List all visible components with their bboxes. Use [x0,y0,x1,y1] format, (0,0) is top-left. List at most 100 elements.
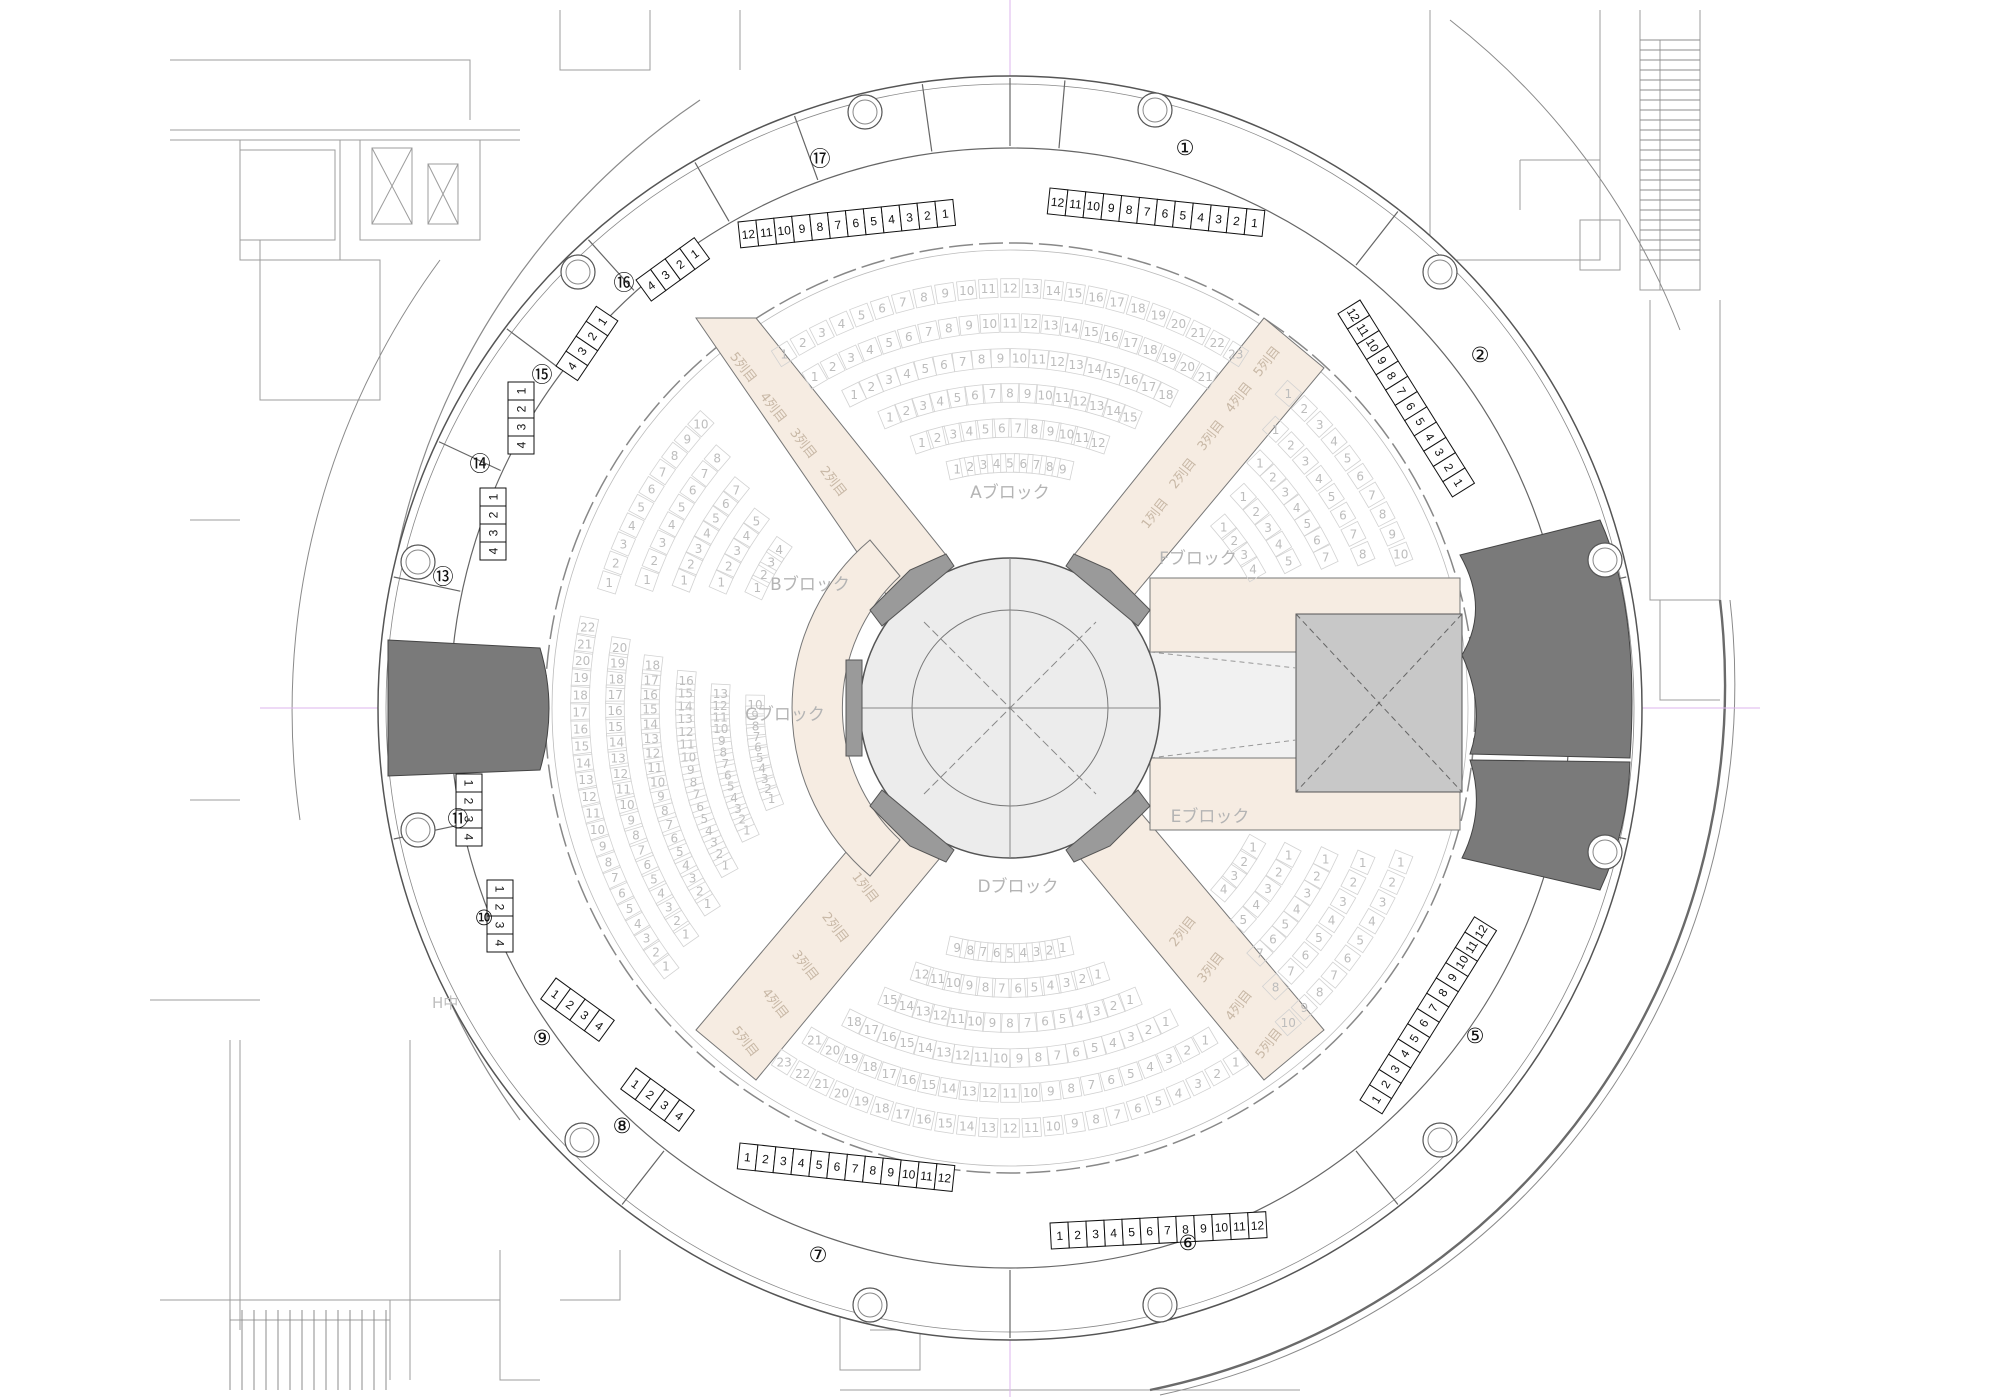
seat-box[interactable]: 4 [479,541,507,561]
seat-box[interactable]: 9 [791,213,813,243]
arena-seat: 5 [1305,924,1333,952]
seat-box[interactable]: 4 [663,1099,695,1133]
seat-box[interactable]: 4 [583,1009,615,1043]
seat-box[interactable]: 2 [575,320,609,352]
svg-text:6: 6 [1107,1073,1115,1087]
seat-box[interactable]: 12 [1337,299,1371,330]
seat-box[interactable]: 1 [479,487,507,507]
seat-box[interactable]: 10 [1211,1213,1232,1242]
seat-box[interactable]: 10 [1082,191,1105,221]
seat-box[interactable]: 3 [479,523,507,543]
seat-box[interactable]: 3 [898,202,921,232]
seat-box[interactable]: 6 [844,208,867,238]
seat-box[interactable]: 2 [507,399,535,419]
seat-box[interactable]: 10 [773,215,795,245]
arena-seat: 2 [1277,431,1305,459]
arena-seat: 16 [570,718,591,739]
seat-box[interactable]: 3 [1085,1219,1106,1248]
svg-text:9: 9 [798,221,806,236]
svg-text:14: 14 [918,1041,933,1055]
seat-box[interactable]: 5 [1121,1217,1142,1246]
seat-box[interactable]: 1 [1243,208,1266,237]
seat-box[interactable]: 1 [678,236,711,270]
seat-box[interactable]: 2 [1368,1068,1402,1100]
arena-seat: 9 [590,833,615,859]
seat-box[interactable]: 5 [808,1149,831,1179]
seat-box[interactable]: 4 [1189,202,1212,232]
seat-box[interactable]: 4 [880,204,903,234]
seat-box[interactable]: 11 [1454,931,1488,962]
seat-box[interactable]: 7 [1136,196,1158,226]
seat-box[interactable]: 1 [507,381,535,401]
seat-box[interactable]: 9 [1100,193,1123,222]
seat-box[interactable]: 3 [649,258,682,292]
seat-box[interactable]: 1 [540,977,572,1011]
svg-text:1: 1 [941,206,949,221]
seat-box[interactable]: 4 [635,268,667,302]
seat-box[interactable]: 3 [1207,204,1230,234]
seat-box[interactable]: 7 [1157,1215,1178,1244]
seat-box[interactable]: 2 [554,987,586,1021]
seat-box[interactable]: 6 [826,1151,848,1181]
seat-box[interactable]: 2 [634,1077,666,1111]
svg-text:17: 17 [608,688,623,702]
seat-box[interactable]: 7 [826,210,849,239]
seat-box[interactable]: 12 [737,219,760,249]
seat-box[interactable]: 11 [1229,1212,1250,1241]
svg-text:2: 2 [515,405,529,412]
seat-box[interactable]: 9 [1365,345,1399,376]
seat-box[interactable]: 5 [1172,200,1194,230]
seat-box[interactable]: 1 [486,879,514,899]
seat-box[interactable]: 1 [934,198,957,228]
seat-box[interactable]: 2 [916,200,939,230]
seat-box[interactable]: 1 [455,773,483,793]
seat-box[interactable]: 4 [507,435,535,455]
svg-text:11: 11 [1002,1087,1017,1101]
seat-box[interactable]: 11 [755,217,778,247]
svg-text:1: 1 [493,886,507,893]
seat-box[interactable]: 6 [1139,1216,1160,1245]
seat-box[interactable]: 11 [1064,189,1087,219]
seat-box[interactable]: 8 [862,1155,884,1185]
seat-box[interactable]: 3 [772,1146,795,1176]
seat-box[interactable]: 1 [585,305,619,337]
seat-box[interactable]: 2 [754,1144,777,1174]
svg-text:3: 3 [710,836,718,850]
seat-box[interactable]: 8 [1175,1214,1196,1243]
seat-box[interactable]: 12 [933,1163,956,1192]
arena-seat: 4 [1210,875,1238,903]
seat-box[interactable]: 10 [897,1159,920,1189]
svg-text:16: 16 [1123,373,1138,387]
seat-box[interactable]: 12 [1247,1211,1268,1240]
seat-box[interactable]: 3 [649,1088,681,1122]
seat-box[interactable]: 3 [507,417,535,437]
seat-box[interactable]: 2 [1225,206,1248,236]
seat-box[interactable]: 3 [565,335,599,367]
svg-text:15: 15 [938,1117,953,1131]
seat-box[interactable]: 9 [879,1157,902,1187]
seat-box[interactable]: 8 [809,212,831,241]
seat-box[interactable]: 12 [1464,916,1498,947]
seat-box[interactable]: 2 [1067,1220,1088,1249]
arena-seat: 16 [1084,285,1108,309]
svg-text:15: 15 [882,993,897,1007]
seat-box[interactable]: 4 [486,933,514,953]
seat-box[interactable]: 1 [736,1142,759,1172]
seat-box[interactable]: 4 [1387,1038,1421,1069]
seat-box[interactable]: 4 [790,1148,813,1177]
seat-box[interactable]: 4 [1103,1218,1124,1247]
arena-seat: 6 [896,324,921,349]
seat-box[interactable]: 6 [1154,198,1176,228]
seat-box[interactable]: 10 [1445,946,1479,978]
seat-box[interactable]: 8 [1118,194,1141,224]
seat-box[interactable]: 5 [862,206,885,236]
seat-box[interactable]: 1 [1049,1221,1070,1250]
seat-box[interactable]: 11 [915,1161,938,1191]
seat-box[interactable]: 1 [1442,467,1476,498]
seat-box[interactable]: 7 [844,1153,866,1183]
seat-box[interactable]: 12 [1046,187,1069,217]
seat-box[interactable]: 4 [455,827,483,847]
seat-box[interactable]: 6 [1394,390,1428,422]
seat-box[interactable]: 2 [479,505,507,525]
svg-text:9: 9 [887,1165,895,1180]
